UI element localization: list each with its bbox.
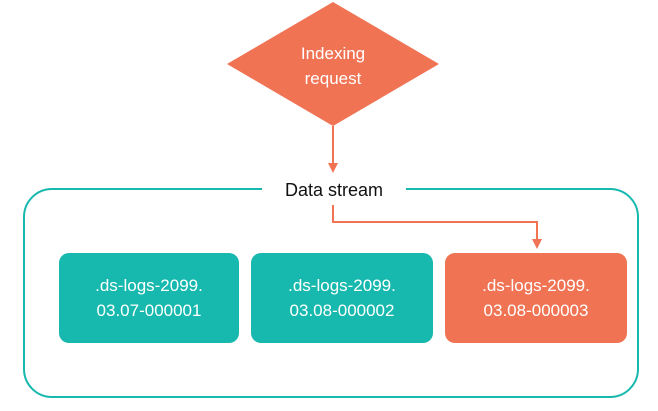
indexing-request-line2: request xyxy=(304,69,362,88)
backing-index-1-line1: .ds-logs-2099. xyxy=(95,276,203,295)
backing-index-1-line2: 03.07-000001 xyxy=(96,301,202,320)
backing-index-2-line2: 03.08-000002 xyxy=(289,301,395,320)
indexing-request-line1: Indexing xyxy=(300,44,366,63)
write-index-line1: .ds-logs-2099. xyxy=(482,276,590,295)
stream-to-write-index-arrow xyxy=(332,205,542,249)
indexing-request-diamond xyxy=(227,2,439,126)
backing-index-2: .ds-logs-2099. 03.08-000002 xyxy=(251,253,433,343)
data-stream-label: Data stream xyxy=(262,178,406,202)
backing-index-2-line1: .ds-logs-2099. xyxy=(288,276,396,295)
write-index: .ds-logs-2099. 03.08-000003 xyxy=(445,253,627,343)
write-index-line2: 03.08-000003 xyxy=(483,301,589,320)
backing-index-1: .ds-logs-2099. 03.07-000001 xyxy=(59,253,239,343)
indexing-request-label: Indexing request xyxy=(228,41,438,91)
